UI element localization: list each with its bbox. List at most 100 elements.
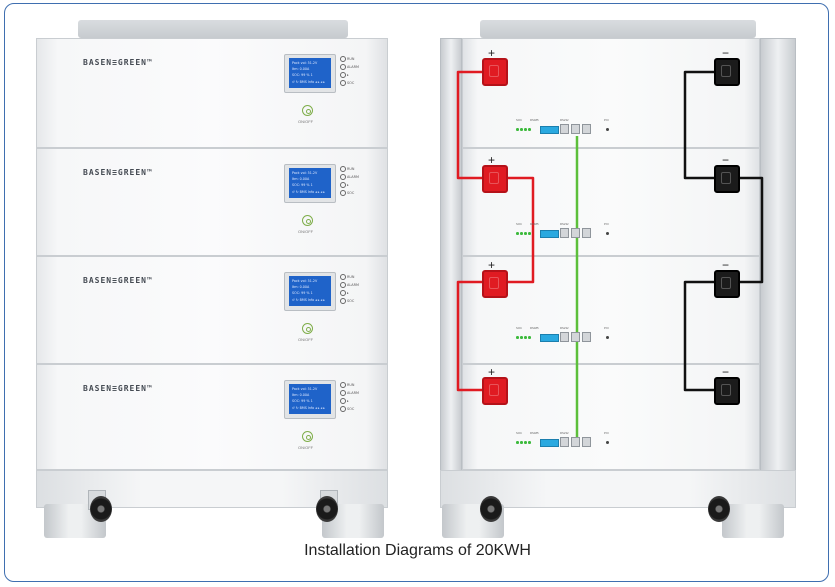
rj45-port[interactable] (560, 332, 569, 342)
arrow-led: ▸ (340, 289, 359, 297)
soc-led (516, 336, 519, 339)
panel-label: SOC (516, 222, 523, 226)
status-leds: RUN ALARM ▸ SOC (340, 55, 359, 87)
dip-switch[interactable] (540, 334, 559, 342)
wiring-svg (456, 70, 764, 438)
right-foot (722, 504, 784, 538)
panel-label: RS232 (560, 326, 569, 330)
negative-terminal[interactable] (714, 165, 740, 193)
positive-terminal[interactable] (482, 270, 508, 298)
positive-cable (456, 280, 488, 392)
run-led: RUN (340, 55, 359, 63)
dip-switch[interactable] (540, 439, 559, 447)
panel-label: RS232 (560, 118, 569, 122)
panel-label: RS485 (530, 326, 539, 330)
rj45-port[interactable] (582, 228, 591, 238)
negative-terminal[interactable] (714, 377, 740, 405)
status-leds: RUN ALARM ▸ SOC (340, 165, 359, 197)
rear-module-4 (462, 364, 760, 470)
soc-led: SOC (340, 405, 359, 413)
positive-terminal[interactable] (482, 58, 508, 86)
lcd-line: SOC: 99 % 1 (292, 399, 313, 403)
front-battery-stack: BASEN≡GREEN™ Pack vol: 51.2V Itm: 0.00A … (36, 20, 388, 540)
panel-label: SOC (516, 431, 523, 435)
rj45-port[interactable] (560, 124, 569, 134)
caster-wheel-icon (90, 496, 112, 522)
rj45-port[interactable] (571, 332, 580, 342)
dip-switch[interactable] (540, 126, 559, 134)
right-rail (760, 38, 796, 490)
panel-label: RS485 (530, 431, 539, 435)
panel-label: RS232 (560, 222, 569, 226)
rj45-port[interactable] (560, 228, 569, 238)
negative-cable (683, 70, 715, 180)
lcd-line: Pack vol: 51.2V (292, 171, 318, 175)
rj45-port[interactable] (571, 228, 580, 238)
comm-panel: SOC RS485 RS232 P/O (516, 326, 616, 346)
soc-led (516, 128, 519, 131)
soc-led (528, 336, 531, 339)
soc-led (528, 441, 531, 444)
brand-logo: BASEN≡GREEN™ (83, 384, 153, 393)
lcd-display: Pack vol: 51.2V Itm: 0.00A SOC: 99 % 1 ↺… (284, 272, 336, 311)
lcd-display: Pack vol: 51.2V Itm: 0.00A SOC: 99 % 1 ↺… (284, 380, 336, 419)
lcd-line: ↺ ↻ BMS Info ◂ ▸ ◂ ▸ (292, 80, 325, 84)
positive-terminal[interactable] (482, 165, 508, 193)
ground-screw (606, 128, 609, 131)
run-led: RUN (340, 165, 359, 173)
positive-cable (456, 70, 488, 180)
negative-sign: − (722, 46, 730, 60)
positive-sign: + (488, 365, 496, 379)
alarm-led: ALARM (340, 389, 359, 397)
top-cover (480, 20, 756, 38)
soc-led (524, 128, 527, 131)
soc-led (516, 232, 519, 235)
power-label: ON/OFF (298, 229, 314, 234)
comm-panel: SOC RS485 RS232 P/O (516, 118, 616, 138)
soc-led (520, 441, 523, 444)
alarm-led: ALARM (340, 281, 359, 289)
ground-screw (606, 232, 609, 235)
panel-label: RS232 (560, 431, 569, 435)
soc-led (528, 232, 531, 235)
battery-module-3: BASEN≡GREEN™ Pack vol: 51.2V Itm: 0.00A … (36, 256, 388, 364)
rj45-port[interactable] (582, 332, 591, 342)
power-button-icon[interactable] (302, 215, 313, 226)
power-button-icon[interactable] (302, 323, 313, 334)
negative-cable (683, 280, 715, 392)
ground-screw (606, 441, 609, 444)
lcd-line: ↺ ↻ BMS Info ◂ ▸ ◂ ▸ (292, 406, 325, 410)
rj45-port[interactable] (571, 124, 580, 134)
caster-wheel-icon (316, 496, 338, 522)
positive-terminal[interactable] (482, 377, 508, 405)
top-cover (78, 20, 348, 38)
power-button-icon[interactable] (302, 431, 313, 442)
panel-label: RS485 (530, 222, 539, 226)
lcd-line: Itm: 0.00A (292, 177, 310, 181)
rear-module-3 (462, 256, 760, 364)
rj45-port[interactable] (582, 124, 591, 134)
rj45-port[interactable] (560, 437, 569, 447)
caster-wheel-icon (708, 496, 730, 522)
ground-screw (606, 336, 609, 339)
negative-terminal[interactable] (714, 270, 740, 298)
panel-label: P/O (604, 118, 609, 122)
panel-label: P/O (604, 326, 609, 330)
lcd-line: SOC: 99 % 1 (292, 183, 313, 187)
battery-module-4: BASEN≡GREEN™ Pack vol: 51.2V Itm: 0.00A … (36, 364, 388, 470)
status-leds: RUN ALARM ▸ SOC (340, 273, 359, 305)
soc-led: SOC (340, 297, 359, 305)
comm-panel: SOC RS485 RS232 P/O (516, 222, 616, 242)
negative-terminal[interactable] (714, 58, 740, 86)
panel-label: P/O (604, 431, 609, 435)
dip-switch[interactable] (540, 230, 559, 238)
lcd-line: Itm: 0.00A (292, 67, 310, 71)
rj45-port[interactable] (582, 437, 591, 447)
power-button-icon[interactable] (302, 105, 313, 116)
brand-logo: BASEN≡GREEN™ (83, 168, 153, 177)
lcd-line: SOC: 99 % 1 (292, 291, 313, 295)
rj45-port[interactable] (571, 437, 580, 447)
panel-label: P/O (604, 222, 609, 226)
arrow-led: ▸ (340, 397, 359, 405)
battery-module-1: BASEN≡GREEN™ Pack vol: 51.2V Itm: 0.00A … (36, 38, 388, 148)
